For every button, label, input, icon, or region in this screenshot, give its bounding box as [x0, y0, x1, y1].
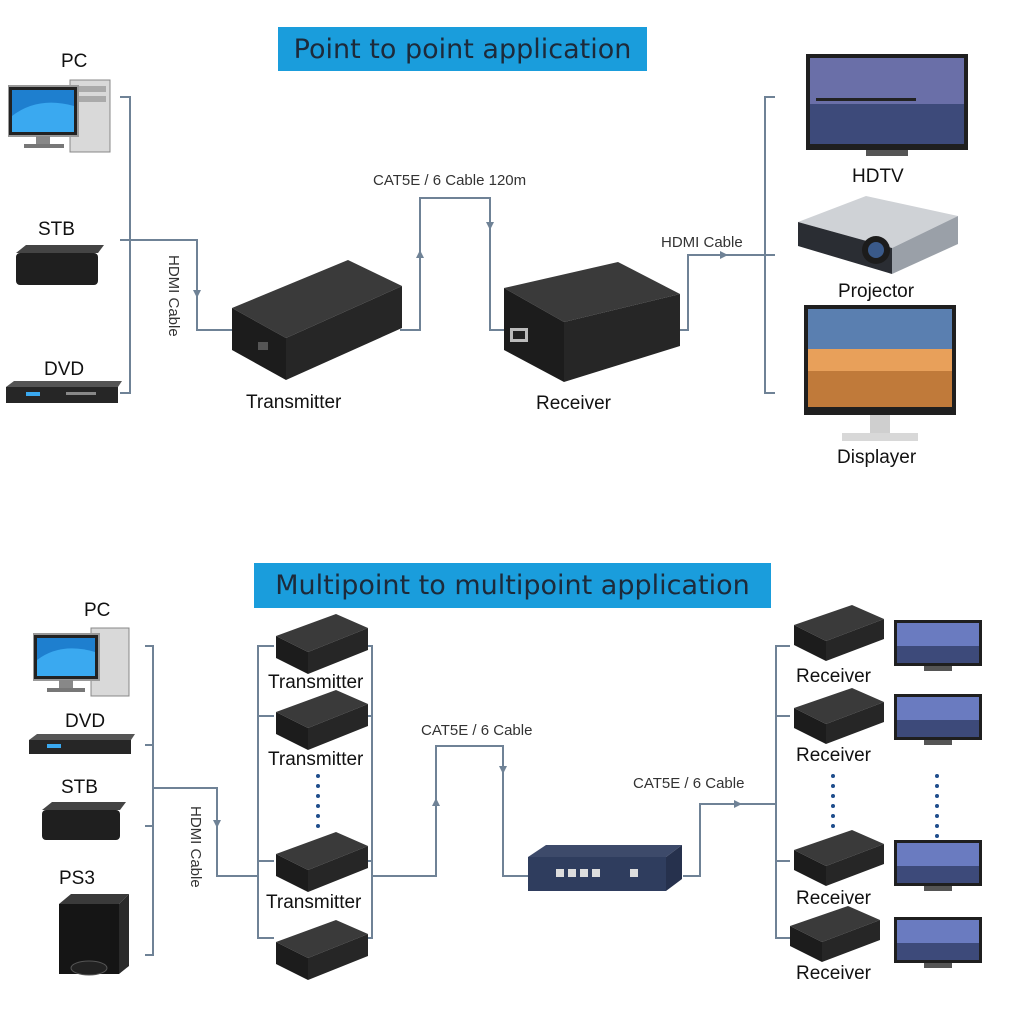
receiver-label: Receiver: [796, 666, 871, 687]
tv-icon: [894, 620, 982, 671]
hdmi-cable-vertical-label: HDMI Cable: [165, 255, 182, 337]
transmitter-label: Transmitter: [246, 392, 342, 413]
cat-cable-label: CAT5E / 6 Cable 120m: [373, 172, 527, 189]
cat-cable-label-right: CAT5E / 6 Cable: [633, 775, 745, 792]
transmitter-label: Transmitter: [268, 749, 364, 770]
receiver-label: Receiver: [796, 888, 871, 909]
section-title-point-to-point: Point to point application: [278, 27, 647, 71]
transmitter-device: [232, 260, 402, 380]
receiver-device: [794, 830, 884, 886]
pc-icon: [8, 79, 111, 153]
transmitter-device: [276, 690, 368, 750]
receiver-label: Receiver: [536, 393, 611, 414]
source-label-dvd: DVD: [65, 711, 106, 732]
source-label-ps3: PS3: [59, 868, 95, 889]
source-label-pc: PC: [84, 600, 111, 621]
source-label-stb: STB: [38, 219, 75, 240]
monitor-icon: [804, 305, 956, 441]
cat-cable-label-left: CAT5E / 6 Cable: [421, 722, 533, 739]
receiver-device: [794, 688, 884, 744]
pc-icon: [33, 627, 130, 697]
receiver-label: Receiver: [796, 963, 871, 984]
transmitter-label: Transmitter: [266, 892, 362, 913]
source-label-dvd: DVD: [44, 359, 85, 380]
tv-icon: [894, 694, 982, 745]
tv-icon: [894, 840, 982, 891]
ps3-console-icon: [59, 894, 129, 976]
receiver-device: [790, 906, 880, 962]
transmitter-label: Transmitter: [268, 672, 364, 693]
receiver-device: [794, 605, 884, 661]
section-title-multipoint: Multipoint to multipoint application: [254, 563, 771, 608]
stb-icon: [16, 245, 104, 285]
transmitter-device: [276, 614, 368, 674]
receiver-label: Receiver: [796, 745, 871, 766]
dvd-player-icon: [29, 734, 135, 754]
transmitter-device: [276, 832, 368, 892]
source-label-stb: STB: [61, 777, 98, 798]
tv-icon: [894, 917, 982, 968]
projector-icon: [798, 196, 958, 274]
source-label-pc: PC: [61, 51, 88, 72]
receiver-device: [504, 262, 680, 382]
hdmi-cable-label: HDMI Cable: [661, 234, 743, 251]
hdmi-cable-vertical-label: HDMI Cable: [187, 806, 204, 888]
network-switch-icon: [528, 845, 682, 891]
transmitter-device: [276, 920, 368, 980]
display-label-projector: Projector: [838, 281, 915, 302]
dvd-player-icon: [6, 381, 122, 403]
hdtv-icon: [806, 54, 968, 156]
stb-icon: [42, 802, 126, 840]
display-label-displayer: Displayer: [837, 447, 917, 468]
display-label-hdtv: HDTV: [852, 166, 904, 187]
